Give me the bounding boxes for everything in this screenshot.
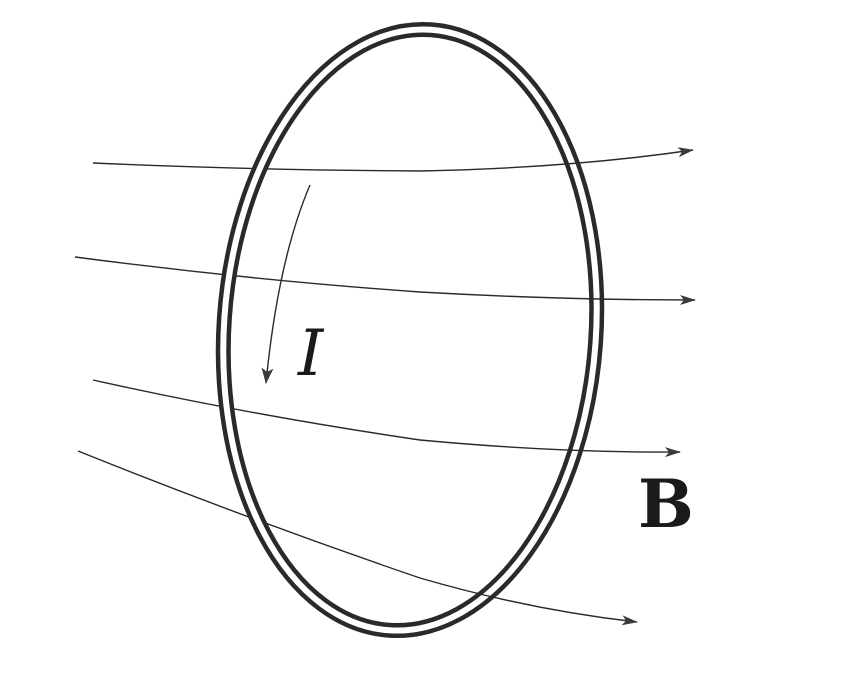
current-arrow <box>261 184 311 384</box>
field-line-2-back <box>74 256 421 293</box>
loop-outer-stroke <box>215 21 605 639</box>
field-line-2 <box>419 291 696 305</box>
field-line-4 <box>419 577 638 626</box>
field-line-1 <box>419 147 694 172</box>
field-line-3 <box>419 439 681 458</box>
field-label: B <box>638 465 694 543</box>
loop-gap <box>220 26 600 634</box>
field-lines-front <box>419 147 696 626</box>
current-loop <box>215 21 605 639</box>
current-label: I <box>297 317 325 391</box>
field-line-3-back <box>92 379 421 441</box>
